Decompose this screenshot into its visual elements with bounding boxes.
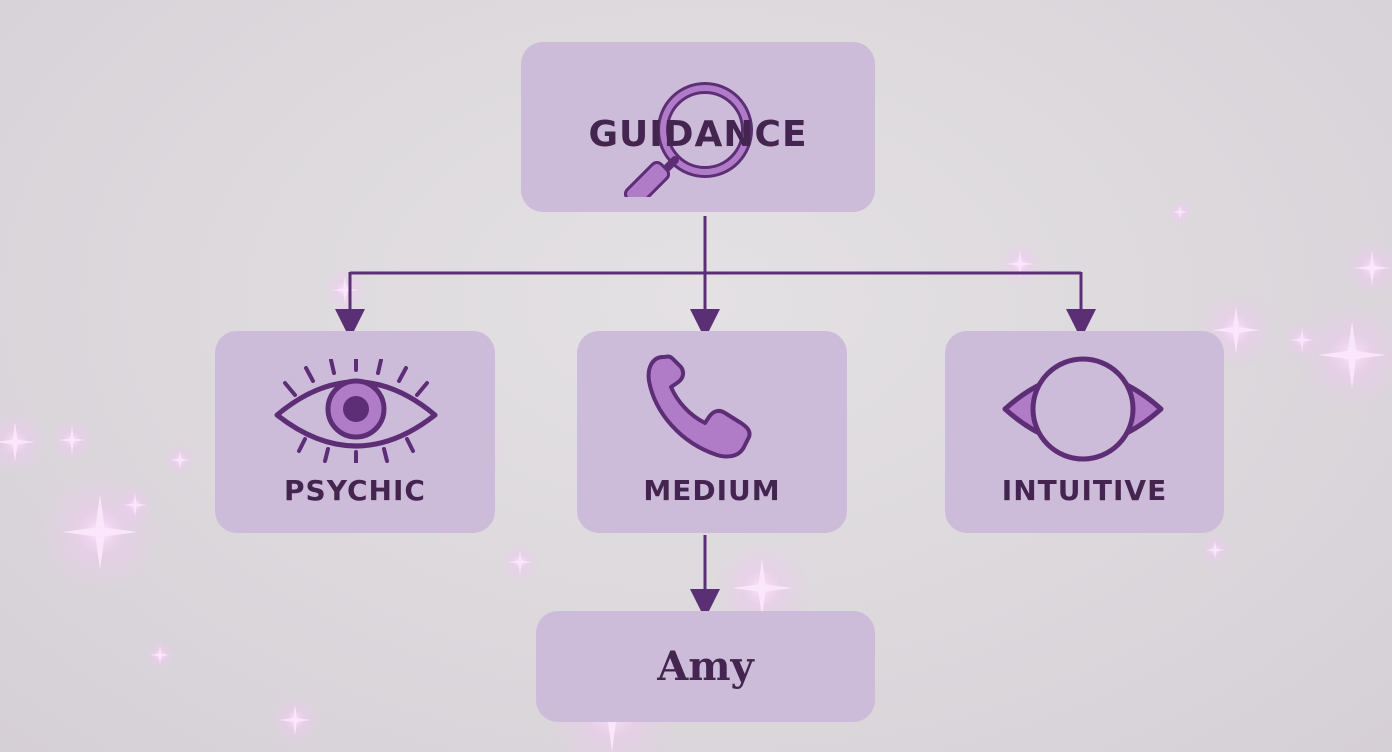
open-eye-icon [1002, 356, 1164, 462]
node-label-guidance: GUIDANCE [588, 114, 808, 155]
node-psychic: PSYCHIC [215, 331, 495, 533]
node-amy: Amy [536, 611, 875, 722]
node-intuitive: INTUITIVE [945, 331, 1224, 533]
eye-with-lashes-icon [274, 359, 438, 463]
node-medium: MEDIUM [577, 331, 847, 533]
node-label-amy: Amy [657, 643, 754, 690]
node-label-psychic: PSYCHIC [284, 474, 426, 507]
node-label-medium: MEDIUM [643, 474, 781, 507]
node-guidance: GUIDANCE [521, 42, 875, 212]
magnifying-glass-icon [623, 82, 753, 197]
phone-handset-icon [646, 354, 752, 459]
node-label-intuitive: INTUITIVE [1001, 474, 1168, 507]
